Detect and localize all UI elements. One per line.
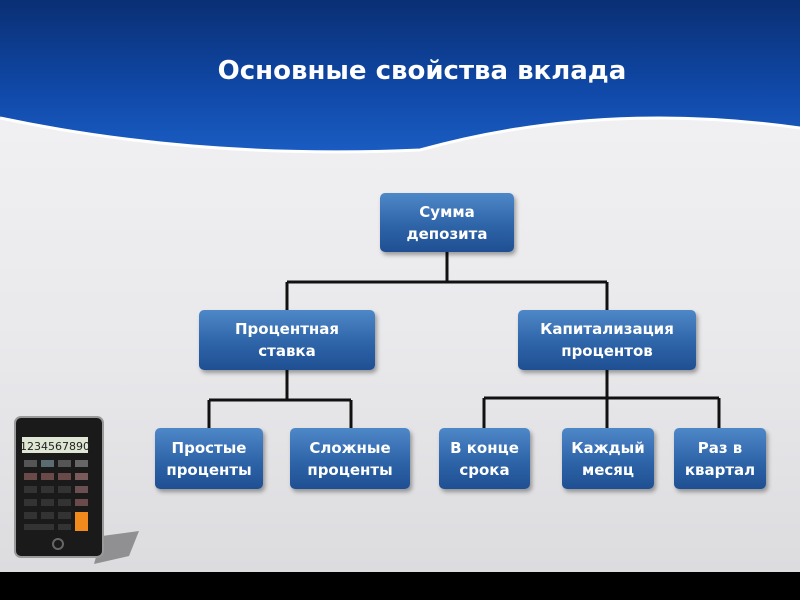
node-simple-interest: Простые проценты [155, 428, 263, 489]
connector-lines [207, 252, 721, 428]
slide: Основные свойства вклада Сумма депозита … [0, 0, 800, 572]
node-quarterly: Раз в квартал [674, 428, 766, 489]
calculator-display: 1234567890 [20, 440, 90, 453]
node-end-of-term: В конце срока [439, 428, 530, 489]
node-interest-rate: Процентная ставка [199, 310, 375, 370]
node-compound-interest: Сложные проценты [290, 428, 410, 489]
calculator-icon: 1234567890 [14, 416, 139, 564]
slide-title: Основные свойства вклада [217, 56, 627, 86]
header-banner [0, 0, 800, 154]
node-deposit-amount: Сумма депозита [380, 193, 514, 252]
node-capitalization: Капитализация процентов [518, 310, 696, 370]
node-monthly: Каждый месяц [562, 428, 654, 489]
